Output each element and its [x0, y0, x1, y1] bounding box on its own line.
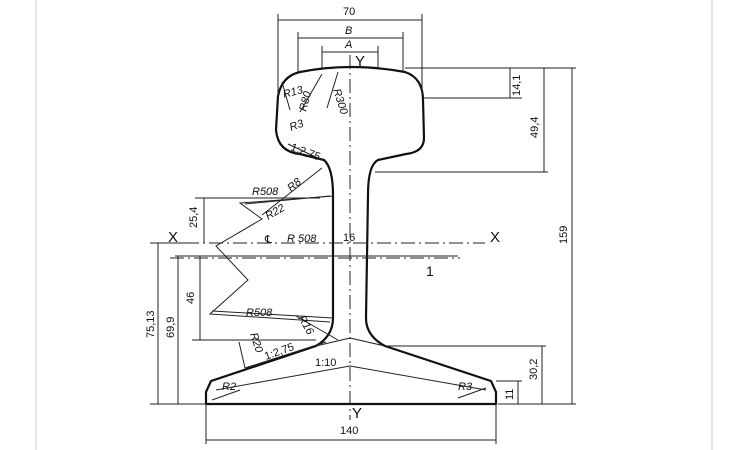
radius-r22-label: R22 [264, 202, 287, 222]
dim-a-label: A [344, 39, 352, 51]
slope-head-label: 1:2,75 [289, 142, 322, 164]
leader-r300 [326, 71, 339, 109]
dim-75-13-label: 75,13 [145, 310, 157, 338]
radius-r80-label: R80 [297, 89, 314, 112]
radius-r13-label: R13 [282, 84, 305, 101]
dim-70-label: 70 [343, 6, 355, 18]
radius-r2-label: R2 [222, 381, 236, 393]
y-axis-bottom-label: Y [352, 405, 362, 422]
x-axis-right-label: X [490, 229, 500, 246]
dim-25-4-label: 25,4 [188, 207, 200, 228]
dim-30-2-label: 30,2 [528, 359, 540, 380]
radius-r8-label: R8 [285, 175, 304, 194]
radius-r508-bottom-label: R508 [246, 307, 273, 319]
x-axis-left-label: X [168, 229, 178, 246]
dim-159-label: 159 [558, 226, 570, 244]
leader-r80 [299, 73, 323, 113]
radius-zigzag-line [208, 195, 335, 323]
web-thickness-label: 16 [343, 232, 355, 244]
flange-apex-line [315, 337, 351, 347]
part-number-label: 1 [426, 263, 434, 279]
dim-69-9-label: 69,9 [165, 317, 177, 338]
rail-profile-outline [204, 65, 498, 406]
dim-b-label: B [345, 25, 352, 37]
slope-foot-label: 1:2,75 [263, 341, 296, 363]
leader-r508-top [244, 195, 331, 205]
slope-flange-label: 1:10 [315, 357, 336, 369]
dim-140-label: 140 [340, 425, 358, 437]
leader-head-slope [287, 143, 323, 161]
dim-49-4-label: 49,4 [529, 117, 541, 138]
radius-r3-head-label: R3 [288, 117, 306, 133]
flange-inner-line [215, 365, 487, 391]
radius-r508-top-label: R508 [252, 186, 279, 198]
dim-14-1-label: 14,1 [511, 75, 523, 96]
dim-11-label: 11 [504, 389, 516, 400]
centerline-symbol: ℄ [264, 234, 272, 246]
leader-r22 [261, 167, 323, 216]
radius-r3-foot-label: R3 [458, 381, 473, 393]
leader-r3-foot [457, 387, 487, 399]
flange-apex-line-right [349, 337, 386, 347]
leader-r13 [281, 81, 291, 111]
leader-r20 [238, 341, 246, 369]
y-axis-top-label: Y [355, 53, 365, 70]
leader-r508-bottom [211, 310, 334, 319]
leader-r2 [211, 389, 241, 401]
leader-slope-foot [244, 341, 327, 369]
dim-46-label: 46 [185, 292, 197, 304]
radius-r508-center-label: R 508 [287, 233, 317, 245]
leader-r16 [295, 315, 339, 341]
radius-r300-label: R300 [330, 87, 350, 117]
